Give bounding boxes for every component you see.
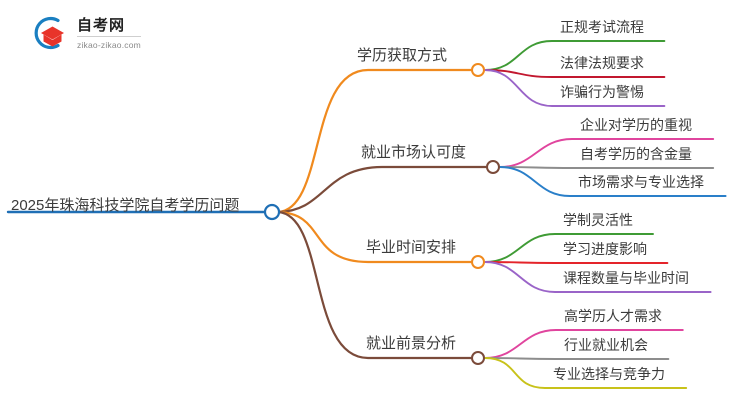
branch-link <box>276 165 488 214</box>
leaf-label-1-0: 企业对学历的重视 <box>580 117 692 133</box>
leaf-label-0-0: 正规考试流程 <box>560 19 644 35</box>
leaf-label-2-0: 学制灵活性 <box>563 212 633 228</box>
leaf-label-2-2: 课程数量与毕业时间 <box>563 270 689 286</box>
leaf-link <box>484 261 712 293</box>
branch-node[interactable] <box>486 160 500 174</box>
leaf-label-3-0: 高学历人才需求 <box>564 308 662 324</box>
leaf-link <box>499 166 727 197</box>
leaf-label-1-2: 市场需求与专业选择 <box>578 174 704 190</box>
leaf-link <box>484 233 654 263</box>
branch-label-3: 就业前景分析 <box>366 335 457 352</box>
leaf-link <box>484 40 666 71</box>
leaf-link <box>484 69 666 78</box>
branch-label-0: 学历获取方式 <box>357 47 448 64</box>
logo-wordmark: 自考网 zikao-zikao.com <box>77 15 141 51</box>
leaf-link <box>484 357 688 389</box>
branch-node[interactable] <box>471 63 485 77</box>
branch-label-1: 就业市场认可度 <box>361 144 467 161</box>
mindmap-links <box>6 40 727 389</box>
branch-link <box>276 210 473 264</box>
leaf-label-0-1: 法律法规要求 <box>560 55 644 71</box>
leaf-label-0-2: 诈骗行为警惕 <box>560 84 644 100</box>
leaf-link <box>484 357 670 360</box>
leaf-link <box>484 329 684 359</box>
leaf-label-2-1: 学习进度影响 <box>563 241 647 257</box>
site-logo: 自考网 zikao-zikao.com <box>28 12 173 54</box>
branch-node[interactable] <box>471 351 485 365</box>
logo-domain: zikao-zikao.com <box>77 40 141 50</box>
branch-link <box>276 210 473 360</box>
leaf-label-3-2: 专业选择与竞争力 <box>553 366 665 382</box>
leaf-label-3-1: 行业就业机会 <box>564 337 648 353</box>
branch-node[interactable] <box>471 255 485 269</box>
leaf-link <box>484 261 669 264</box>
mindmap-nodes <box>263 63 500 365</box>
leaf-label-1-1: 自考学历的含金量 <box>580 146 692 162</box>
leaf-link <box>499 138 715 168</box>
root-node[interactable] <box>263 203 281 221</box>
branch-label-2: 毕业时间安排 <box>366 239 457 256</box>
root-label: 2025年珠海科技学院自考学历问题 <box>11 197 240 214</box>
leaf-link <box>499 166 715 169</box>
leaf-link <box>484 69 666 107</box>
branch-link <box>276 68 473 214</box>
logo-title: 自考网 <box>77 17 141 37</box>
logo-mark-icon <box>28 13 70 53</box>
